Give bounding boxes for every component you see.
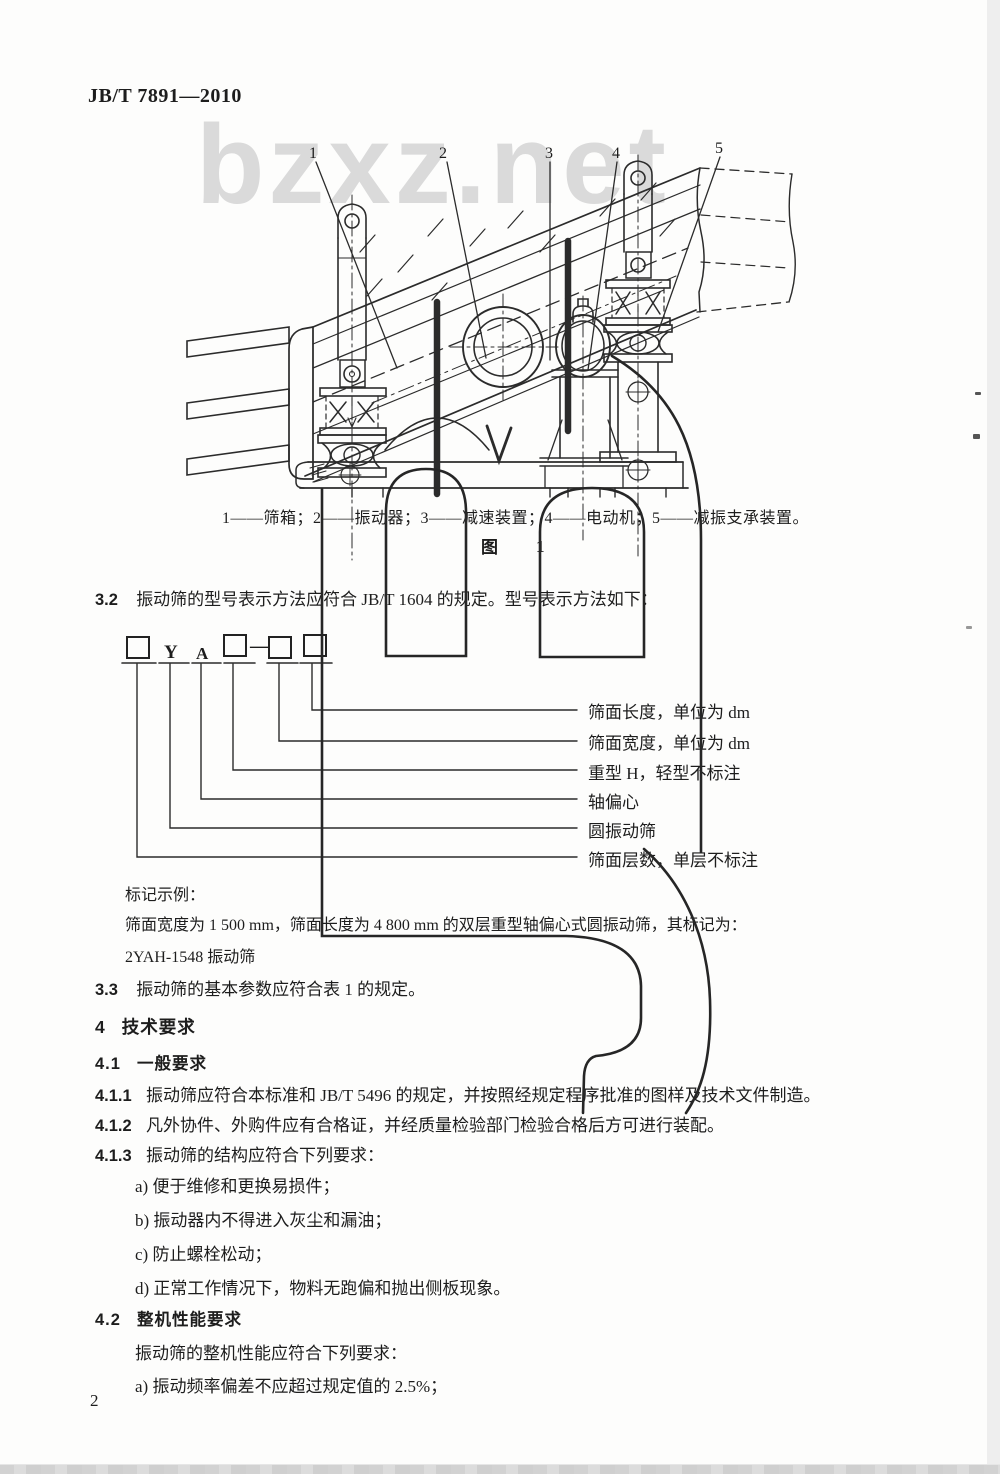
designation-connectors — [121, 662, 578, 858]
scan-speck — [973, 434, 980, 439]
figure-number: 1 — [536, 537, 545, 556]
section-title: 整机性能要求 — [136, 1311, 242, 1329]
clause-text: 振动筛应符合本标准和 JB/T 5496 的规定，并按照经规定程序批准的图样及技… — [145, 1086, 821, 1105]
section-4-1-heading: 4.1 一般要求 — [95, 1054, 207, 1075]
designation-label-eccentric: 轴偏心 — [588, 793, 639, 812]
scan-speck — [975, 392, 981, 395]
clause-number: 3.3 — [95, 981, 118, 999]
section-number: 4.1 — [95, 1055, 121, 1073]
clause-text: 振动筛的型号表示方法应符合 JB/T 1604 的规定。型号表示方法如下： — [136, 590, 658, 609]
section-number: 4 — [95, 1017, 106, 1037]
base-tilt-marks — [309, 463, 329, 483]
list-item-a: a) 便于维修和更换易损件； — [135, 1177, 340, 1196]
clause-4-1-1: 4.1.1 振动筛应符合本标准和 JB/T 5496 的规定，并按照经规定程序批… — [95, 1085, 820, 1107]
designation-label-length: 筛面长度，单位为 dm — [588, 703, 750, 722]
callout-5: 5 — [715, 140, 723, 157]
watermark-text: bzxz.net — [196, 102, 670, 227]
designation-box-2 — [223, 634, 247, 657]
clause-text: 振动筛的基本参数应符合表 1 的规定。 — [136, 980, 426, 999]
designation-box-1 — [126, 636, 150, 659]
clause-text: 振动筛的结构应符合下列要求： — [145, 1146, 384, 1165]
section-title: 一般要求 — [136, 1055, 207, 1073]
clause-number: 4.1.2 — [95, 1117, 132, 1135]
section-4-2-heading: 4.2 整机性能要求 — [95, 1310, 242, 1331]
marking-example-result: 2YAH-1548 振动筛 — [125, 949, 256, 966]
designation-label-heavy: 重型 H，轻型不标注 — [588, 764, 741, 783]
clause-4-1-2: 4.1.2 凡外协件、外购件应有合格证，并经质量检验部门检验合格后方可进行装配。 — [95, 1115, 724, 1137]
section-number: 4.2 — [95, 1311, 121, 1329]
marking-example-title: 标记示例： — [125, 887, 206, 904]
designation-letter-a: A — [196, 644, 209, 663]
clause-number: 3.2 — [95, 591, 118, 609]
scan-speck — [966, 626, 972, 629]
scan-edge-right — [987, 0, 1000, 1474]
list-item-b: b) 振动器内不得进入灰尘和漏油； — [135, 1211, 392, 1230]
section-4-2-intro: 振动筛的整机性能应符合下列要求： — [135, 1344, 407, 1363]
figure-label: 图 — [481, 538, 498, 557]
clause-number: 4.1.3 — [95, 1147, 132, 1165]
standard-code: JB/T 7891—2010 — [88, 85, 242, 107]
feed-prongs — [186, 326, 290, 476]
clause-3-3: 3.3 振动筛的基本参数应符合表 1 的规定。 — [95, 979, 425, 1001]
list-item-d: d) 正常工作情况下，物料无跑偏和抛出侧板现象。 — [135, 1279, 511, 1298]
list-item-c: c) 防止螺栓松动； — [135, 1245, 272, 1264]
designation-box-3 — [268, 636, 292, 659]
clause-3-2: 3.2 振动筛的型号表示方法应符合 JB/T 1604 的规定。型号表示方法如下… — [95, 589, 658, 611]
scan-edge-bottom — [0, 1464, 1000, 1474]
vibrator-circle — [449, 293, 559, 401]
clause-4-1-3: 4.1.3 振动筛的结构应符合下列要求： — [95, 1145, 384, 1167]
designation-label-layers: 筛面层数，单层不标注 — [588, 851, 758, 870]
clause-number: 4.1.1 — [95, 1087, 132, 1105]
motor — [539, 295, 629, 541]
page-number: 2 — [90, 1391, 99, 1410]
box-break-line — [696, 167, 796, 313]
marking-example-description: 筛面宽度为 1 500 mm，筛面长度为 4 800 mm 的双层重型轴偏心式圆… — [125, 917, 747, 934]
machine-base — [295, 417, 689, 498]
section-title: 技术要求 — [121, 1017, 196, 1037]
section-4-2-item-a: a) 振动频率偏差不应超过规定值的 2.5%； — [135, 1377, 448, 1396]
designation-letter-y: Y — [164, 642, 178, 663]
clause-text: 凡外协件、外购件应有合格证，并经质量检验部门检验合格后方可进行装配。 — [145, 1116, 724, 1135]
designation-dash: — — [250, 636, 269, 657]
designation-box-4 — [303, 634, 327, 657]
figure-caption: 1——筛箱；2——振动器；3——减速装置；4——电动机；5——减振支承装置。 — [222, 510, 810, 527]
section-4-heading: 4 技术要求 — [95, 1017, 196, 1039]
left-spring-assembly — [317, 194, 387, 561]
designation-label-circular: 圆振动筛 — [588, 822, 656, 841]
designation-label-width: 筛面宽度，单位为 dm — [588, 734, 750, 753]
